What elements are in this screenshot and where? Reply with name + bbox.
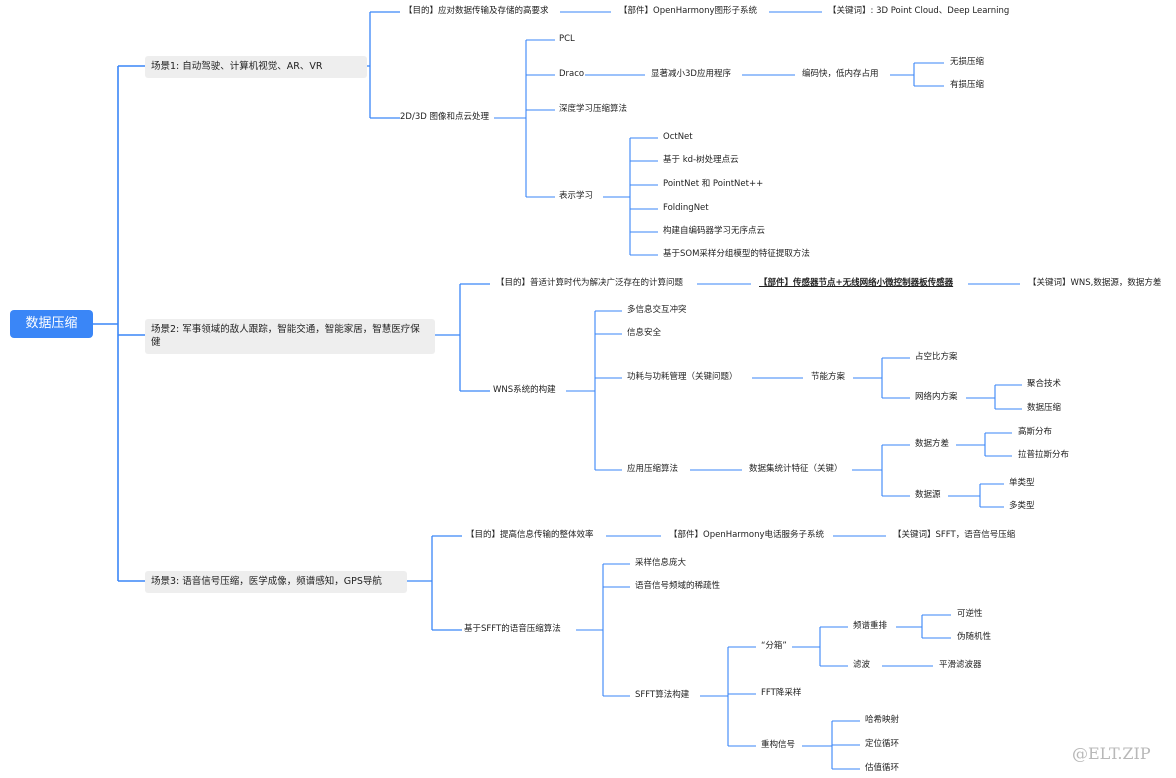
s2-variance[interactable]: 数据方差 [915, 439, 950, 449]
s2-wns[interactable]: WNS系统的构建 [493, 385, 556, 395]
s1-processing[interactable]: 2D/3D 图像和点云处理 [400, 112, 489, 122]
s1-repr-item[interactable]: 基于 kd-树处理点云 [663, 155, 739, 165]
s1-repr-item[interactable]: OctNet [663, 132, 693, 142]
s3-sampling[interactable]: 采样信息庞大 [635, 558, 687, 568]
s3-reorder[interactable]: 频谱重排 [853, 621, 888, 631]
s1-pcl[interactable]: PCL [559, 34, 575, 44]
s2-goal[interactable]: 【目的】普适计算时代为解决广泛存在的计算问题 [496, 278, 684, 288]
s2-conflict[interactable]: 多信息交互冲突 [627, 305, 687, 315]
scenario1-node[interactable]: 场景1: 自动驾驶、计算机视觉、AR、VR [145, 56, 367, 78]
s2-single[interactable]: 单类型 [1009, 478, 1035, 488]
s3-goal[interactable]: 【目的】提高信息传输的整体效率 [466, 530, 594, 540]
s3-build[interactable]: SFFT算法构建 [635, 690, 690, 700]
s2-aggregation[interactable]: 聚合技术 [1027, 379, 1062, 389]
s3-hash[interactable]: 哈希映射 [865, 715, 900, 725]
s3-locate[interactable]: 定位循环 [865, 739, 900, 749]
s3-reconstruct[interactable]: 重构信号 [761, 740, 796, 750]
scenario2-node[interactable]: 场景2: 军事领域的敌人跟踪，智能交通，智能家居，智慧医疗保健 [145, 319, 435, 354]
s2-source[interactable]: 数据源 [915, 490, 941, 500]
s2-power[interactable]: 功耗与功耗管理（关键问题） [627, 372, 738, 382]
s3-bucket[interactable]: “分箱” [761, 641, 787, 651]
s3-pseudo[interactable]: 伪随机性 [957, 632, 992, 642]
s2-algo[interactable]: 应用压缩算法 [627, 464, 679, 474]
s1-lossless[interactable]: 无损压缩 [950, 57, 985, 67]
s2-laplace[interactable]: 拉普拉斯分布 [1018, 450, 1070, 460]
s2-component[interactable]: 【部件】传感器节点+无线网络小微控制器板传感器 [759, 278, 954, 288]
s2-stat[interactable]: 数据集统计特征（关键） [749, 464, 843, 474]
s3-smooth[interactable]: 平滑滤波器 [939, 660, 982, 670]
s3-component[interactable]: 【部件】OpenHarmony电话服务子系统 [669, 530, 825, 540]
s2-multi[interactable]: 多类型 [1009, 501, 1035, 511]
s1-keyword[interactable]: 【关键词】: 3D Point Cloud、Deep Learning [828, 6, 1010, 16]
s3-fft[interactable]: FFT降采样 [761, 688, 802, 698]
scenario3-node[interactable]: 场景3: 语音信号压缩，医学成像，频谱感知，GPS导航 [145, 571, 407, 593]
s3-filter[interactable]: 滤波 [853, 660, 871, 670]
watermark: @ELT.ZIP [1072, 744, 1151, 763]
s3-sfft-algo[interactable]: 基于SFFT的语音压缩算法 [464, 624, 561, 634]
s2-energy[interactable]: 节能方案 [811, 372, 846, 382]
s2-duty[interactable]: 占空比方案 [915, 352, 958, 362]
s3-estimate[interactable]: 估值循环 [865, 763, 900, 773]
s1-repr-item[interactable]: 基于SOM采样分组模型的特征提取方法 [663, 249, 810, 259]
s3-sparsity[interactable]: 语音信号频域的稀疏性 [635, 581, 721, 591]
s1-component[interactable]: 【部件】OpenHarmony图形子系统 [619, 6, 758, 16]
s1-goal[interactable]: 【目的】应对数据传输及存储的高要求 [404, 6, 549, 16]
s1-repr-item[interactable]: 构建自编码器学习无序点云 [663, 226, 766, 236]
s2-keyword[interactable]: 【关键词】WNS,数据源，数据方差 [1028, 278, 1162, 288]
s1-repr-item[interactable]: PointNet 和 PointNet++ [663, 179, 764, 189]
s1-draco[interactable]: Draco [559, 69, 585, 79]
s1-deep-learning[interactable]: 深度学习压缩算法 [559, 104, 628, 114]
s2-gauss[interactable]: 高斯分布 [1018, 427, 1053, 437]
s1-draco-feature[interactable]: 编码快，低内存占用 [802, 69, 879, 79]
s2-datacomp[interactable]: 数据压缩 [1027, 403, 1062, 413]
s3-reversible[interactable]: 可逆性 [957, 609, 983, 619]
s1-lossy[interactable]: 有损压缩 [950, 80, 985, 90]
root-node[interactable]: 数据压缩 [10, 310, 93, 338]
s1-repr-item[interactable]: FoldingNet [663, 203, 709, 213]
s3-keyword[interactable]: 【关键词】SFFT，语音信号压缩 [893, 530, 1016, 540]
s2-innet[interactable]: 网络内方案 [915, 392, 958, 402]
s2-security[interactable]: 信息安全 [627, 328, 662, 338]
s1-representation[interactable]: 表示学习 [559, 191, 594, 201]
s1-draco-desc[interactable]: 显著减小3D应用程序 [651, 69, 731, 79]
